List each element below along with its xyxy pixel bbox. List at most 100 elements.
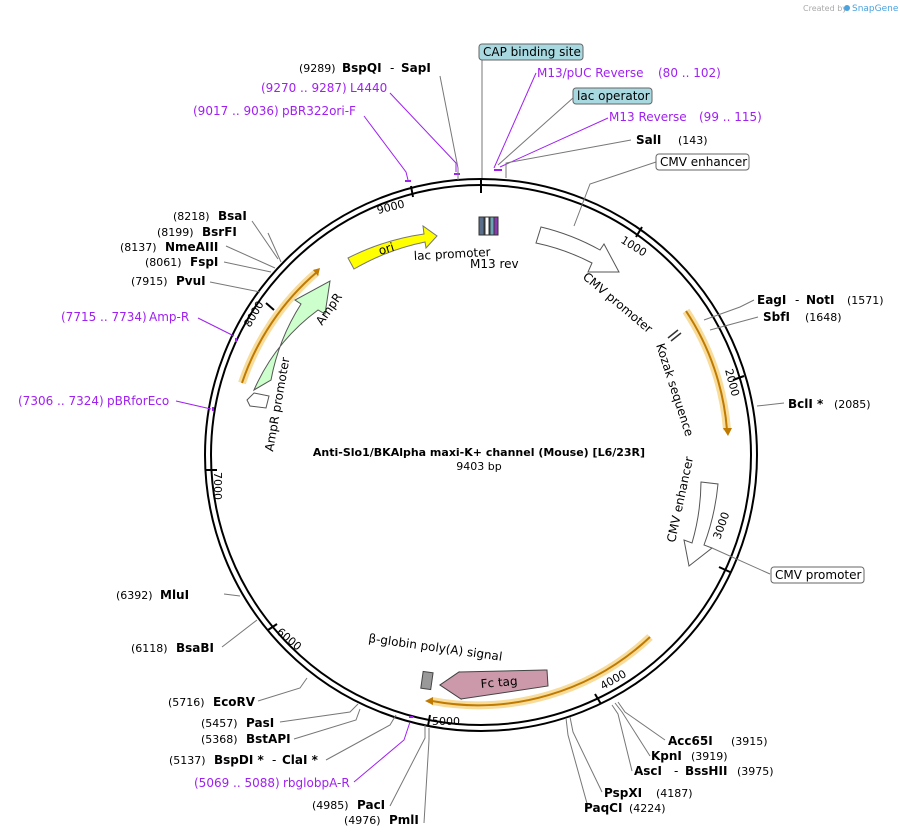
primer-rbglob-range: (5069 .. 5088) [194,776,280,790]
site-fspi-pos: (8061) [145,256,182,269]
cmv-enhancer-label: CMV enhancer [664,455,696,543]
site-bsrfi-pos: (8199) [157,226,194,239]
leader-lines [175,56,785,824]
cap-box [478,43,584,61]
site-eagi-sep: - [795,293,799,307]
tick-8000: 8000 [241,299,266,330]
site-bsai-name: BsaI [218,209,247,223]
primer-ampr-name: Amp-R [149,310,189,324]
site-bspqi-pos: (9289) [299,62,336,75]
lac-promoter-label: lac promoter [413,245,490,263]
lac-feature: lac promoter M13 rev [413,216,519,271]
primer-pbrforeco-name: pBRforEco [107,394,169,408]
site-bspqi-sep: - [390,61,394,75]
site-ecorv-pos: (5716) [168,696,205,709]
site-mlui-name: MluI [160,588,189,602]
credit-brand: SnapGene [852,4,899,14]
site-asci-pos: (3975) [737,765,774,778]
kozak-label: Kozak sequence [653,342,696,438]
site-ecorv-name: EcoRV [213,695,256,709]
tick-3000: 3000 [711,510,733,541]
site-bsai-pos: (8218) [173,210,210,223]
cmv-enhancer-feature: CMV enhancer [664,455,719,567]
site-bspdi-name: BspDI * [214,753,264,767]
bglobin-label: β-globin poly(A) signal [368,631,504,664]
tick-5000: 5000 [432,715,460,728]
site-acc65i-pos: (3915) [731,735,768,748]
site-eagi-name: EagI [757,293,786,307]
snapgene-logo-icon [844,5,850,11]
site-kpni-pos: (3919) [691,750,728,763]
plasmid-size: 9403 bp [456,460,501,473]
site-eagi-pos: (1571) [847,294,884,307]
site-nmeaiii-pos: (8137) [120,241,157,254]
site-sapi-name: SapI [401,61,431,75]
primer-pbrforeco-range: (7306 .. 7324) [18,394,104,408]
plasmid-name: Anti-Slo1/BKAlpha maxi-K+ channel (Mouse… [313,446,645,459]
site-pasi-name: PasI [246,716,274,730]
fc-tag-feature: Fc tag [439,669,549,701]
site-pvui-pos: (7915) [131,275,168,288]
site-sbfi-pos: (1648) [805,311,842,324]
tick-9000: 9000 [376,198,406,217]
site-bspdi-sep: - [272,753,276,767]
site-acc65i-name: Acc65I [668,734,713,748]
site-paqci-pos: (4224) [629,802,666,815]
primer-l4440-name: L4440 [350,81,387,95]
orf-arcs [238,268,732,710]
kozak-feature: Kozak sequence [653,329,696,438]
site-paqci-name: PaqCI [584,801,622,815]
cmvprom-box [770,566,865,584]
site-bsrfi-name: BsrFI [202,225,237,239]
site-bstapi-pos: (5368) [201,733,238,746]
site-noti-name: NotI [806,293,835,307]
site-pspxi-pos: (4187) [656,787,693,800]
primer-m13puc-range: (80 .. 102) [658,66,721,80]
primer-m13rev-name: M13 Reverse [609,110,687,124]
credit-prefix: Created by [803,4,847,13]
cmvenh-box [655,153,750,171]
site-fspi-name: FspI [190,255,218,269]
site-pasi-pos: (5457) [201,717,238,730]
site-pmli-pos: (4976) [344,814,381,827]
site-bspdi-pos: (5137) [169,754,206,767]
primer-rbglob-name: rbglobpA-R [283,776,350,790]
primer-pbr322-name: pBR322ori-F [282,104,356,118]
site-kpni-name: KpnI [651,749,682,763]
tick-1000: 1000 [618,234,649,260]
site-bsabi-name: BsaBI [176,641,214,655]
site-asci-sep: - [674,764,678,778]
site-clai-name: ClaI * [282,753,319,767]
lacop-label: lac operator [577,89,650,103]
site-bsshii-name: BssHII [685,764,727,778]
site-bcli-pos: (2085) [834,398,871,411]
tick-marks [206,179,745,727]
site-bsabi-pos: (6118) [131,642,168,655]
primer-marks [212,169,502,718]
site-pmli-name: PmlI [389,813,419,827]
site-paci-pos: (4985) [312,799,349,812]
cmv-promoter-label: CMV promoter [580,270,655,336]
ori-feature: ori [347,224,438,270]
tick-7000: 7000 [211,472,224,500]
site-mlui-pos: (6392) [116,589,153,602]
site-bcli-name: BclI * [788,397,824,411]
primer-l4440-range: (9270 .. 9287) [261,81,347,95]
m13-rev-label: M13 rev [470,257,519,271]
site-sbfi-name: SbfI [763,310,790,324]
site-sali-pos: (143) [678,134,708,147]
site-paci-name: PacI [357,798,385,812]
primer-m13rev-range: (99 .. 115) [699,110,762,124]
site-pspxi-name: PspXI [604,786,642,800]
lacop-box [572,87,653,105]
cmvprom-label: CMV promoter [775,568,862,582]
primer-pbr322-range: (9017 .. 9036) [193,104,279,118]
site-bspqi-name: BspQI [342,61,382,75]
site-nmeaiii-name: NmeAIII [165,240,218,254]
site-pvui-name: PvuI [176,274,206,288]
cap-label: CAP binding site [483,45,581,59]
tick-6000: 6000 [274,625,304,653]
cmvenh-label: CMV enhancer [660,155,747,169]
site-asci-name: AscI [634,764,662,778]
